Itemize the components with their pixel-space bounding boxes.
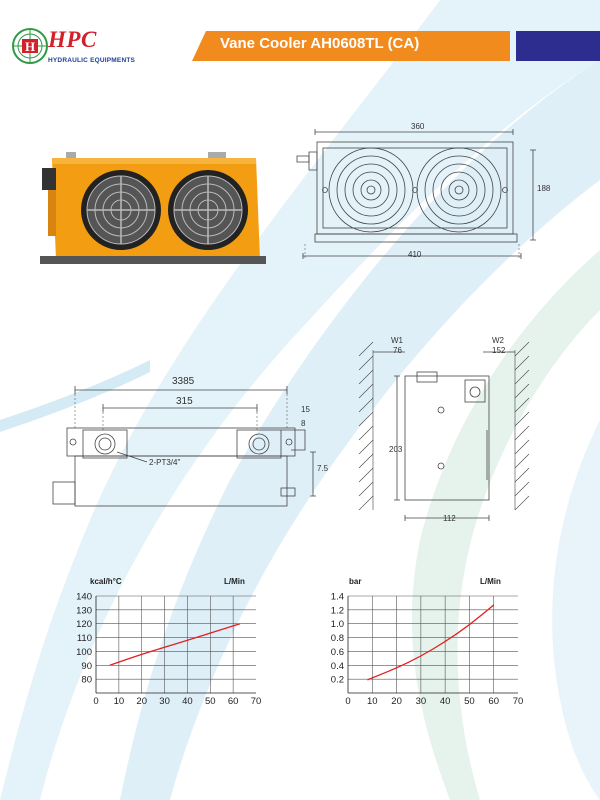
chart1-x-tick-label: 10 — [114, 696, 125, 707]
chart1-x-tick-label: 60 — [228, 696, 239, 707]
side-w2-value: 152 — [492, 346, 506, 355]
chart1-x-tick-label: 40 — [182, 696, 193, 707]
top-port-label: 2-PT3/4" — [149, 458, 181, 467]
chart2-ylabel: bar — [349, 577, 362, 586]
chart1-x-tick-label: 0 — [93, 696, 98, 707]
chart2-x-tick-label: 50 — [464, 696, 475, 707]
chart1-y-tick-label: 90 — [81, 661, 92, 672]
chart2-y-tick-label: 0.8 — [331, 633, 344, 644]
chart1-y-tick-label: 120 — [76, 619, 92, 630]
fan-left — [81, 170, 161, 250]
product-photo — [40, 152, 266, 264]
chart1-x-tick-label: 20 — [136, 696, 147, 707]
top-overall-label: 3385 — [172, 376, 195, 387]
brand-tagline: HYDRAULIC EQUIPMENTS — [48, 57, 136, 64]
chart1-xlabel: L/Min — [224, 577, 245, 586]
chart2-x-tick-label: 20 — [391, 696, 402, 707]
brand-name: HPC — [48, 27, 97, 52]
chart2-x-tick-label: 40 — [440, 696, 451, 707]
top-view-drawing — [52, 386, 316, 507]
top-offset-label-2: 8 — [301, 419, 306, 428]
title-accent — [516, 31, 600, 61]
chart2-x-tick-label: 70 — [513, 696, 524, 707]
chart1-y-tick-label: 110 — [77, 633, 92, 644]
side-w1-value: 76 — [393, 346, 402, 355]
chart2-xlabel: L/Min — [480, 577, 501, 586]
chart2-y-tick-label: 0.4 — [331, 661, 344, 672]
chart1-y-tick-label: 130 — [76, 605, 92, 616]
chart2-y-tick-label: 1.2 — [331, 605, 344, 616]
chart2-x-tick-label: 10 — [367, 696, 378, 707]
side-view-drawing — [358, 341, 530, 521]
svg-text:H: H — [25, 39, 35, 54]
side-w2-label: W2 — [492, 336, 504, 345]
front-width-label: 360 — [411, 122, 425, 131]
top-offset-label-1: 15 — [301, 405, 310, 414]
top-inner-label: 315 — [176, 396, 193, 407]
chart2-series-line — [367, 604, 495, 681]
hpc-logo: H — [12, 28, 48, 64]
title-banner — [192, 31, 510, 61]
page-title: Vane Cooler AH0608TL (CA) — [220, 35, 420, 52]
fan-right — [168, 170, 248, 250]
chart2-y-tick-label: 0.2 — [331, 675, 344, 686]
chart1-y-tick-label: 100 — [76, 647, 92, 658]
side-depth-label: 112 — [443, 514, 456, 523]
heat-dissipation-chart: 0 10 20 30 40 50 60 70 140 130 120 110 100 90 80 — [76, 592, 262, 708]
chart1-x-tick-label: 50 — [205, 696, 216, 707]
chart2-x-tick-label: 30 — [416, 696, 427, 707]
chart1-y-tick-label: 80 — [81, 675, 92, 686]
top-slot-label: 7.5 — [317, 464, 329, 473]
pressure-drop-chart: 0 10 20 30 40 50 60 70 1.4 1.2 1.0 0.8 0.6 0.4 0.2 — [331, 592, 524, 708]
chart1-series-line — [109, 623, 241, 666]
chart2-y-tick-label: 1.0 — [331, 619, 344, 630]
chart2-y-tick-label: 0.6 — [331, 647, 344, 658]
front-base-width-label: 410 — [408, 250, 422, 259]
front-view-drawing — [296, 129, 536, 260]
side-height-label: 203 — [389, 445, 403, 454]
front-height-label: 188 — [537, 184, 551, 193]
chart1-x-tick-label: 70 — [251, 696, 262, 707]
chart2-x-tick-label: 0 — [345, 696, 350, 707]
side-w1-label: W1 — [391, 336, 403, 345]
chart1-y-tick-label: 140 — [76, 592, 92, 603]
chart1-x-tick-label: 30 — [159, 696, 170, 707]
chart2-y-tick-label: 1.4 — [331, 592, 344, 603]
chart2-x-tick-label: 60 — [488, 696, 499, 707]
chart1-ylabel: kcal/h°C — [90, 577, 122, 586]
